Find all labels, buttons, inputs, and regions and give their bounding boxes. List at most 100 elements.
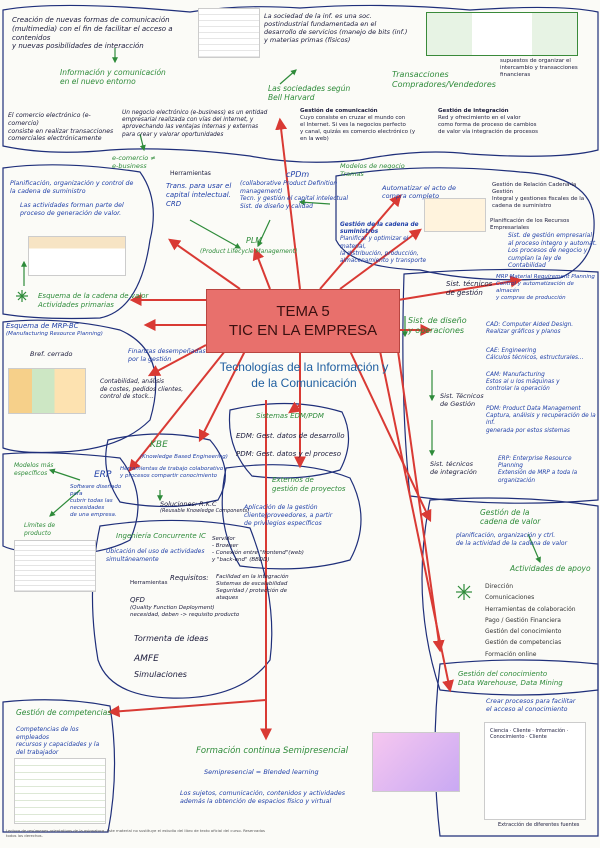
ingenieria-title: Ingeniería Concurrente IC xyxy=(116,532,206,540)
erp-label: ERP xyxy=(94,470,112,480)
list-item: Dirección xyxy=(485,583,514,590)
outline-externos xyxy=(221,464,362,570)
info-comunicacion-desc: Creación de nuevas formas de comunicació… xyxy=(12,16,173,51)
outline-cadena-valor xyxy=(421,497,599,696)
actividades-apoyo-list: Dirección Comunicaciones Herramientas de… xyxy=(485,581,576,660)
formacion-sub: Semipresencial = Blended learning xyxy=(204,768,319,776)
central-title: TEMA 5 xyxy=(276,302,330,320)
kbe-sub: Soluciones: R.K.C(Reusable Knowledge Com… xyxy=(160,500,250,515)
comercio-left: El comercio electrónico (e-comercio)cons… xyxy=(8,112,114,143)
list-item: Herramientas de colaboración xyxy=(485,605,576,613)
outline-planificacion xyxy=(2,164,154,320)
herramientas-label: Herramientas xyxy=(170,170,211,177)
ingenieria-browser: Servidor- Browser- Conexión entre "front… xyxy=(212,536,304,563)
competencias-table xyxy=(14,758,106,824)
outline-ingenieria xyxy=(91,519,273,699)
outline-automatizacion xyxy=(335,167,595,281)
chain-figure xyxy=(28,236,126,276)
formacion-desc: Los sujetos, comunicación, contenidos y … xyxy=(180,790,345,805)
cpdm-desc: (collaborative Product Definition manage… xyxy=(240,180,349,210)
kbe-subtitle: (Knowledge Based Engineering) xyxy=(140,454,228,460)
footer-note: Lectura de resúmenes orientativos de la … xyxy=(6,828,266,838)
ingenieria-requisitos-label: Requisitos: xyxy=(170,574,209,582)
actividades-apoyo: Actividades de apoyo xyxy=(510,564,591,573)
conocimiento-figure xyxy=(484,722,586,820)
gestion-comunicacion: Gestión de comunicación Cuyo consiste en… xyxy=(300,108,416,142)
pdm-line: PDM: Gest. datos y el proceso xyxy=(236,450,341,458)
plm-title: PLM xyxy=(246,236,263,245)
cpdm-label: cPDm xyxy=(286,170,310,179)
table-figure-top xyxy=(198,8,260,58)
central-node: TEMA 5 TIC EN LA EMPRESA xyxy=(206,289,400,353)
edm-title: Sistemas EDM/PDM xyxy=(256,412,324,420)
mrp-brief: Bref. cerrado xyxy=(30,350,73,358)
list-item: Pago / Gestión Financiera xyxy=(485,616,561,624)
outline-kbe xyxy=(105,433,226,508)
kbe-title: KBE xyxy=(150,440,168,450)
comercio-center: Un negocio electrónico (e-business) es u… xyxy=(122,110,268,138)
ingenieria-herr: Herramientas xyxy=(130,580,168,586)
mrp-figure xyxy=(8,368,86,414)
purchase-figure xyxy=(424,198,486,232)
diagram-figure-transactions xyxy=(426,12,578,56)
formacion-title: Formación continua Semipresencial xyxy=(196,746,349,756)
planificacion-heading: Planificación, organización y control de… xyxy=(10,180,134,195)
gestion-cadena-erp: Planificación de los Recursos Empresaria… xyxy=(490,218,570,231)
cad-desc: CAD: Computer Aided Design.Realizar gráf… xyxy=(486,322,574,336)
ingenieria-qfd: QFD(Quality Function Deployment)necesida… xyxy=(130,596,240,618)
conocimiento-caption: Extracción de diferentes fuentes xyxy=(498,822,580,828)
erp-figure xyxy=(14,540,96,592)
tic-subtitle-line2: de la Comunicación xyxy=(251,375,357,390)
list-item: Gestión del conocimiento xyxy=(485,628,562,636)
mrp-heading: Esquema de MRP-BC(Manufacturing Resource… xyxy=(6,322,103,337)
edm-line: EDM: Gest. datos de desarrollo xyxy=(236,432,345,440)
outline-top xyxy=(2,4,599,163)
central-subtitle: TIC EN LA EMPRESA xyxy=(228,322,378,339)
sociedad-desc: La sociedad de la inf. es una soc.postin… xyxy=(264,12,408,45)
region-outlines xyxy=(2,4,599,837)
list-item: Comunicaciones xyxy=(485,594,535,602)
ingenieria-amfe: AMFE xyxy=(134,654,159,664)
ingenieria-tormenta: Tormenta de ideas xyxy=(134,634,209,643)
red-arrows xyxy=(107,117,523,741)
list-item: Formación online xyxy=(485,650,537,658)
asterisk-icons xyxy=(16,290,472,600)
list-item: Gestión de competencias xyxy=(485,639,562,647)
gestion-integracion: Gestión de integración Red y ofrecimient… xyxy=(438,108,539,135)
tic-subtitle-line1: Tecnologías de la Información y xyxy=(219,360,389,374)
ingenieria-simulaciones: Simulaciones xyxy=(134,670,187,679)
tic-subtitle: Tecnologías de la Información y de la Co… xyxy=(196,360,412,391)
comercio-green: e-comercio ≠e-business xyxy=(112,154,156,171)
